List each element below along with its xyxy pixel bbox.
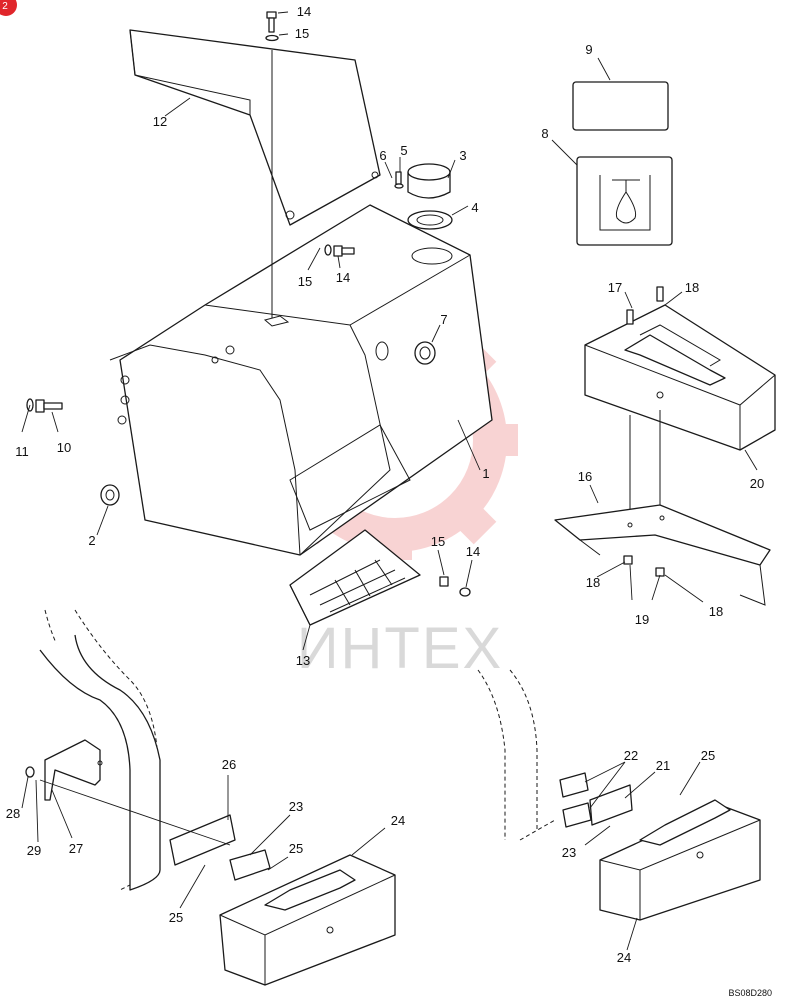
decal-part-8: [576, 156, 673, 246]
callout-14: 14: [297, 4, 311, 19]
callout-28: 28: [6, 806, 20, 821]
callout-5: 5: [400, 143, 407, 158]
svg-text:2: 2: [2, 1, 8, 12]
callout-3: 3: [459, 148, 466, 163]
fuel-tank-part-1: [109, 204, 493, 556]
callout-15: 15: [298, 274, 312, 289]
callout-12: 12: [153, 114, 167, 129]
callout-27: 27: [69, 841, 83, 856]
bolt-part-10: [26, 398, 63, 413]
callout-14: 14: [336, 270, 350, 285]
callout-23: 23: [289, 799, 303, 814]
callout-15: 15: [431, 534, 445, 549]
bracket-part-21: [589, 784, 633, 826]
decal-part-9: [572, 81, 669, 131]
callout-25: 25: [289, 841, 303, 856]
callout-24: 24: [617, 950, 631, 965]
callout-6: 6: [379, 148, 386, 163]
gasket-part-4: [407, 210, 453, 230]
step-part-13: [289, 529, 421, 626]
corner-badge: 2: [0, 0, 17, 16]
callout-23: 23: [562, 845, 576, 860]
toolbox-mount-lines: [629, 410, 661, 525]
callout-10: 10: [57, 440, 71, 455]
nut-part-28: [25, 766, 35, 778]
callout-1: 1: [482, 466, 489, 481]
bracket-part-26: [169, 814, 236, 866]
assembly-line-left: [39, 779, 231, 846]
drawing-reference: BS08D280: [728, 988, 772, 998]
screw-part-5: [394, 171, 404, 189]
leader-lines: [21, 11, 758, 951]
watermark-text: ИНТЕХ: [297, 616, 503, 681]
callout-21: 21: [656, 758, 670, 773]
nut-part-15-step: [439, 576, 449, 587]
cover-plate-part-12: [129, 29, 381, 226]
callout-25: 25: [701, 748, 715, 763]
filler-cap-part-3: [407, 163, 451, 199]
callout-18: 18: [709, 604, 723, 619]
toolbox-part-24-left: [219, 854, 396, 986]
callout-17: 17: [608, 280, 622, 295]
bracket-part-27: [44, 739, 103, 801]
callout-16: 16: [578, 469, 592, 484]
callout-labels: 14 15 12 6 5 3 4 15 14 7 11 10 1 2 15 14…: [6, 4, 764, 965]
grommet-part-2: [100, 484, 120, 506]
callout-15: 15: [295, 26, 309, 41]
callout-18: 18: [685, 280, 699, 295]
bolt-part-17: [626, 286, 664, 325]
callout-9: 9: [585, 42, 592, 57]
callout-25: 25: [169, 910, 183, 925]
callout-13: 13: [296, 653, 310, 668]
callout-26: 26: [222, 757, 236, 772]
callout-14: 14: [466, 544, 480, 559]
callout-2: 2: [88, 533, 95, 548]
bracket-tab: [263, 315, 290, 327]
bolt-part-14-step: [459, 587, 471, 597]
decal-part-23-left: [229, 849, 271, 881]
callout-29: 29: [27, 843, 41, 858]
callout-22: 22: [624, 748, 638, 763]
callout-20: 20: [750, 476, 764, 491]
fender-left: [39, 609, 161, 891]
callout-19: 19: [635, 612, 649, 627]
callout-7: 7: [440, 312, 447, 327]
callout-11: 11: [15, 444, 29, 459]
bolt-part-14-top: [265, 11, 279, 42]
toolbox-part-24-right: [599, 799, 761, 921]
callout-24: 24: [391, 813, 405, 828]
callout-18: 18: [586, 575, 600, 590]
callout-4: 4: [471, 200, 478, 215]
toolbox-part-20: [584, 304, 776, 451]
callout-8: 8: [541, 126, 548, 141]
fender-right: [477, 669, 556, 841]
bracket-part-16: [554, 504, 771, 606]
cap-part-7: [414, 341, 436, 365]
